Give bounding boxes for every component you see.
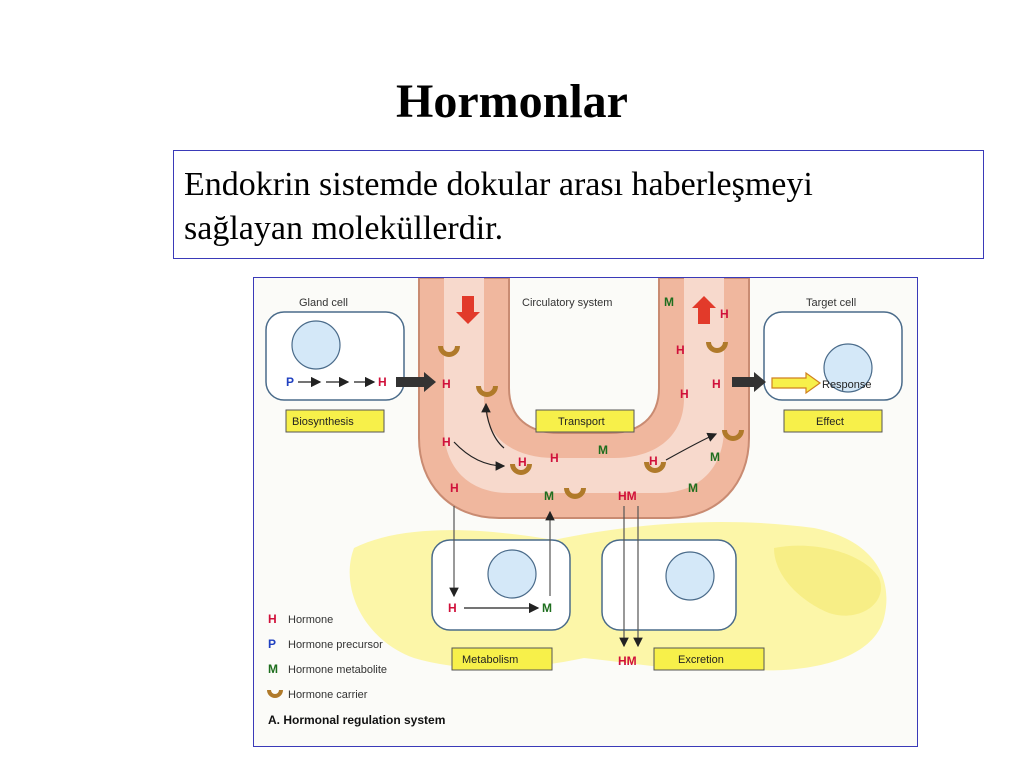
precursor-symbol: P bbox=[286, 375, 294, 389]
hormone-symbol-v4: H bbox=[518, 455, 527, 469]
liver-lobe bbox=[774, 545, 881, 616]
biosynthesis-box bbox=[285, 409, 385, 433]
metabolism-cell-nucleus bbox=[487, 549, 537, 599]
excretion-box bbox=[653, 647, 765, 671]
definition-box: Endokrin sistemde dokular arası haberleş… bbox=[173, 150, 984, 259]
legend-carrier-icon bbox=[267, 690, 283, 698]
hormone-symbol-v2: H bbox=[442, 435, 451, 449]
legend-p-symbol: P bbox=[268, 637, 276, 651]
biosynthesis-label: Biosynthesis bbox=[292, 416, 354, 428]
target-cell-nucleus bbox=[823, 343, 873, 393]
hormone-symbol-metab: H bbox=[448, 601, 457, 615]
hormonal-regulation-figure: Circulatory system M Gland cell P H Bios… bbox=[253, 277, 918, 747]
hormone-symbol-v10: H bbox=[680, 387, 689, 401]
definition-line-2: sağlayan moleküllerdir. bbox=[184, 210, 504, 247]
circulatory-system-label: Circulatory system bbox=[522, 297, 612, 309]
metabolite-symbol-v3: M bbox=[710, 450, 720, 464]
metabolite-symbol-v2: M bbox=[544, 489, 554, 503]
hormone-symbol-v9: H bbox=[712, 377, 721, 391]
hormone-symbol-v1: H bbox=[442, 377, 451, 391]
hormone-symbol-gland: H bbox=[378, 375, 387, 389]
binding-arrow-left bbox=[453, 441, 506, 471]
flow-down-arrow bbox=[456, 296, 480, 324]
gland-cell-nucleus bbox=[291, 320, 341, 370]
carrier-3 bbox=[510, 464, 532, 475]
metabolite-symbol-metab: M bbox=[542, 601, 552, 615]
carrier-5 bbox=[644, 462, 666, 473]
metabolism-box bbox=[451, 647, 553, 671]
effect-box bbox=[783, 409, 883, 433]
response-label: Response bbox=[822, 379, 872, 391]
metabolite-symbol-v1: M bbox=[598, 443, 608, 457]
metabolism-label: Metabolism bbox=[462, 654, 518, 666]
definition-line-1: Endokrin sistemde dokular arası haberleş… bbox=[184, 166, 813, 203]
hormone-symbol-v7: H bbox=[676, 343, 685, 357]
metabolite-symbol-v4: M bbox=[688, 481, 698, 495]
excretion-label: Excretion bbox=[678, 654, 724, 666]
excretion-cell-nucleus bbox=[665, 551, 715, 601]
hormone-symbol-v6: H bbox=[649, 454, 658, 468]
legend-carrier: Hormone carrier bbox=[288, 689, 368, 701]
hormone-symbol-v3: H bbox=[550, 451, 559, 465]
legend-m-symbol: M bbox=[268, 662, 278, 676]
secretion-arrow bbox=[396, 372, 436, 392]
carrier-2 bbox=[476, 386, 498, 397]
carrier-7 bbox=[722, 430, 744, 441]
legend-metabolite: Hormone metabolite bbox=[288, 664, 387, 676]
binding-arrow-right bbox=[665, 432, 718, 461]
hm-symbol-vessel: HM bbox=[618, 489, 637, 503]
flow-up-arrow bbox=[692, 296, 716, 324]
slide-title: Hormonlar bbox=[396, 75, 628, 128]
response-arrow bbox=[771, 371, 822, 395]
carrier-6 bbox=[706, 342, 728, 353]
legend-precursor: Hormone precursor bbox=[288, 639, 383, 651]
hormone-symbol-v8: H bbox=[720, 307, 729, 321]
metabolite-symbol-top: M bbox=[664, 295, 674, 309]
transport-box bbox=[535, 409, 635, 433]
carrier-4 bbox=[564, 488, 586, 499]
binding-arrow-left-up bbox=[481, 402, 505, 449]
gland-cell-label: Gland cell bbox=[299, 297, 348, 309]
hm-symbol-excretion: HM bbox=[618, 654, 637, 668]
legend-h-symbol: H bbox=[268, 612, 277, 626]
figure-caption: A. Hormonal regulation system bbox=[268, 713, 445, 727]
hormone-symbol-v5: H bbox=[450, 481, 459, 495]
figure-canvas: Circulatory system M Gland cell P H Bios… bbox=[265, 278, 903, 727]
legend-hormone: Hormone bbox=[288, 614, 333, 626]
transport-label: Transport bbox=[558, 416, 605, 428]
effect-label: Effect bbox=[816, 416, 844, 428]
target-cell-label: Target cell bbox=[806, 297, 856, 309]
target-entry-arrow bbox=[732, 372, 766, 392]
carrier-1 bbox=[438, 346, 460, 357]
